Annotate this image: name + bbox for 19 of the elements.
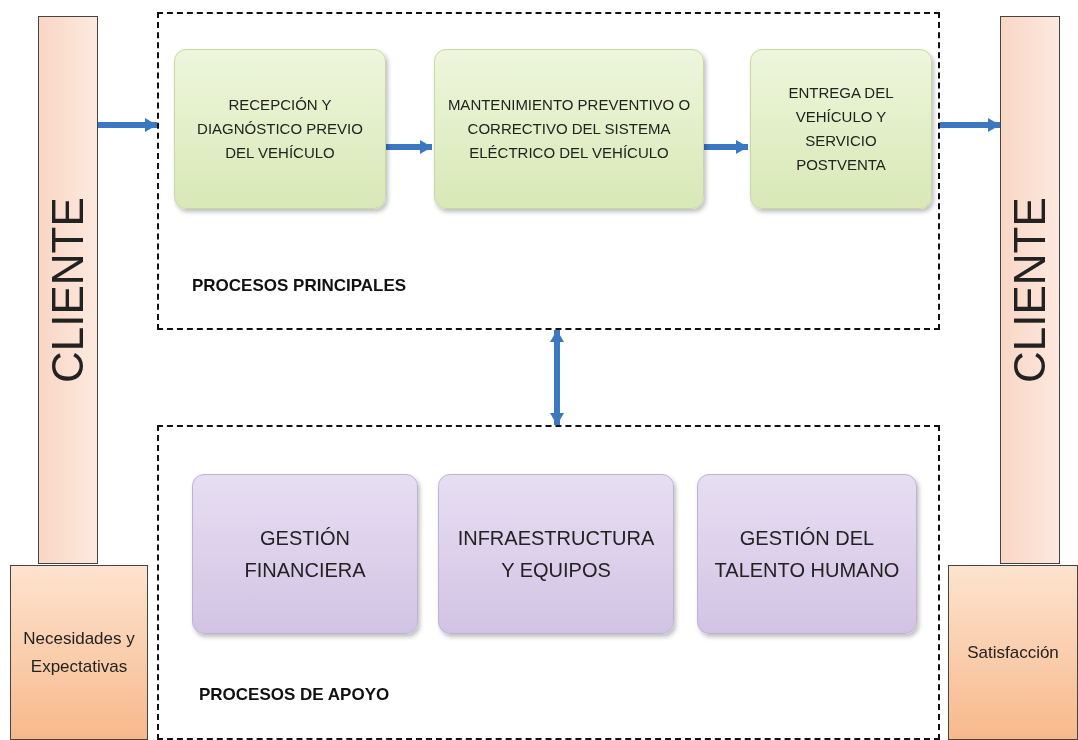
process-box: RECEPCIÓN Y DIAGNÓSTICO PREVIO DEL VEHÍCULO — [174, 49, 386, 209]
process-box: GESTIÓN DEL TALENTO HUMANO — [697, 474, 917, 634]
group-title: PROCESOS DE APOYO — [199, 685, 390, 705]
process-box: GESTIÓN FINANCIERA — [192, 474, 418, 634]
double-arrow — [550, 330, 564, 425]
process-box: INFRAESTRUCTURA Y EQUIPOS — [438, 474, 674, 634]
dashed-frame — [157, 425, 940, 740]
arrow — [98, 118, 157, 132]
process-box: MANTENIMIENTO PREVENTIVO O CORRECTIVO DEL SISTEMA ELÉCTRICO DEL VEHÍCULO — [434, 49, 704, 209]
arrow — [384, 140, 432, 154]
client-bar: CLIENTE — [1000, 16, 1060, 564]
arrow — [702, 140, 748, 154]
need-box: Satisfacción — [948, 565, 1078, 740]
dashed-frame — [157, 12, 940, 330]
arrow — [940, 118, 1000, 132]
group-title: PROCESOS PRINCIPALES — [192, 276, 407, 296]
process-box: ENTREGA DEL VEHÍCULO Y SERVICIO POSTVENTA — [750, 49, 932, 209]
client-bar: CLIENTE — [38, 16, 98, 564]
need-box: Necesidades y Expectativas — [10, 565, 148, 740]
